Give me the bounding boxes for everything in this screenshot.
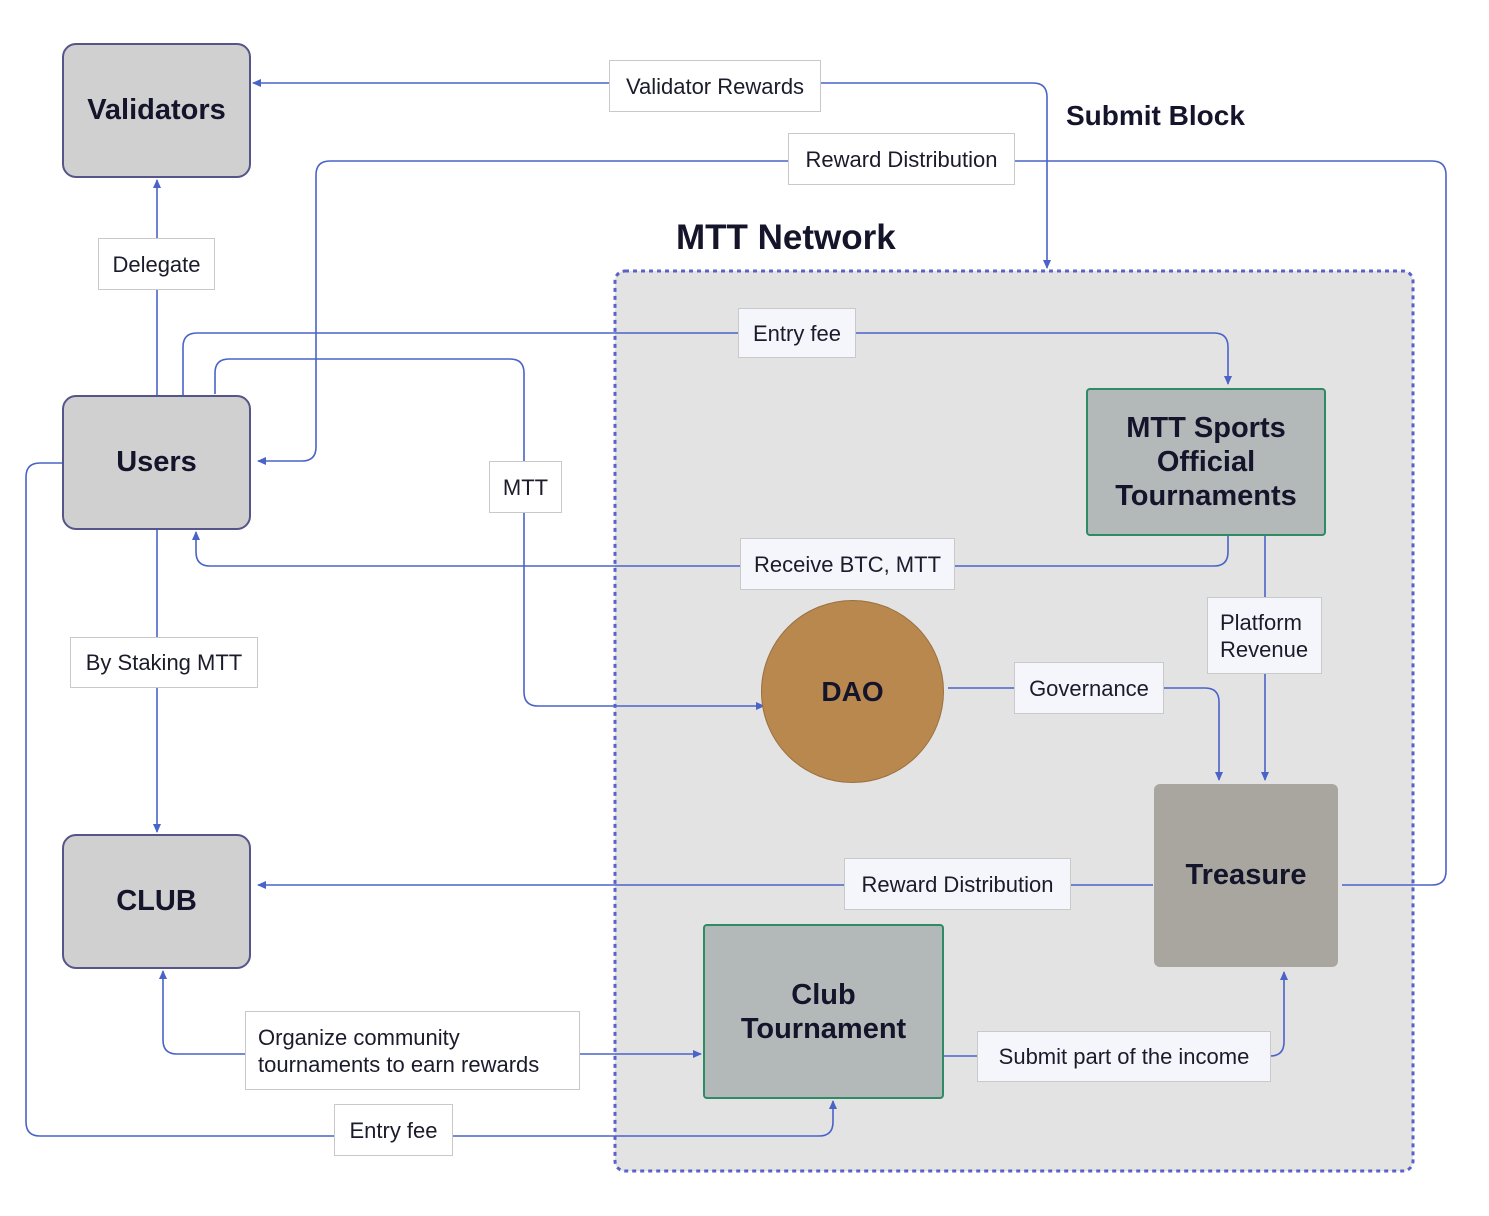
label-reward-distribution-bottom: Reward Distribution bbox=[844, 858, 1071, 910]
edge-submit-block bbox=[1032, 82, 1051, 269]
label-governance: Governance bbox=[1014, 662, 1164, 714]
label-validator-rewards: Validator Rewards bbox=[609, 60, 821, 112]
club-tournament-node[interactable]: Club Tournament bbox=[703, 924, 944, 1099]
edge-organize-to-club bbox=[159, 970, 245, 1055]
mtt-network-title: MTT Network bbox=[676, 218, 896, 257]
edge-mtt-from-users bbox=[214, 358, 765, 710]
submit-block-title: Submit Block bbox=[1066, 100, 1245, 131]
label-platform-revenue: Platform Revenue bbox=[1207, 597, 1322, 674]
validators-node[interactable]: Validators bbox=[62, 43, 251, 178]
label-by-staking-mtt: By Staking MTT bbox=[70, 637, 258, 688]
mtt-sports-official-tournaments-node[interactable]: MTT Sports Official Tournaments bbox=[1086, 388, 1326, 536]
treasure-node[interactable]: Treasure bbox=[1154, 784, 1338, 967]
label-receive-btc-mtt: Receive BTC, MTT bbox=[740, 538, 955, 590]
label-organize-community: Organize community tournaments to earn r… bbox=[245, 1011, 580, 1090]
label-reward-distribution-top: Reward Distribution bbox=[788, 133, 1015, 185]
edge-entry-fee-bottom bbox=[25, 462, 837, 1137]
edge-governance bbox=[948, 687, 1223, 781]
label-delegate: Delegate bbox=[98, 238, 215, 290]
label-submit-part-income: Submit part of the income bbox=[977, 1031, 1271, 1082]
label-mtt: MTT bbox=[489, 461, 562, 513]
club-node[interactable]: CLUB bbox=[62, 834, 251, 969]
label-entry-fee-top: Entry fee bbox=[738, 308, 856, 358]
dao-node[interactable]: DAO bbox=[761, 600, 944, 783]
edge-receive-btc-mtt bbox=[192, 531, 1229, 567]
edge-entry-fee-top bbox=[182, 332, 1232, 395]
users-node[interactable]: Users bbox=[62, 395, 251, 530]
label-entry-fee-bottom: Entry fee bbox=[334, 1104, 453, 1156]
